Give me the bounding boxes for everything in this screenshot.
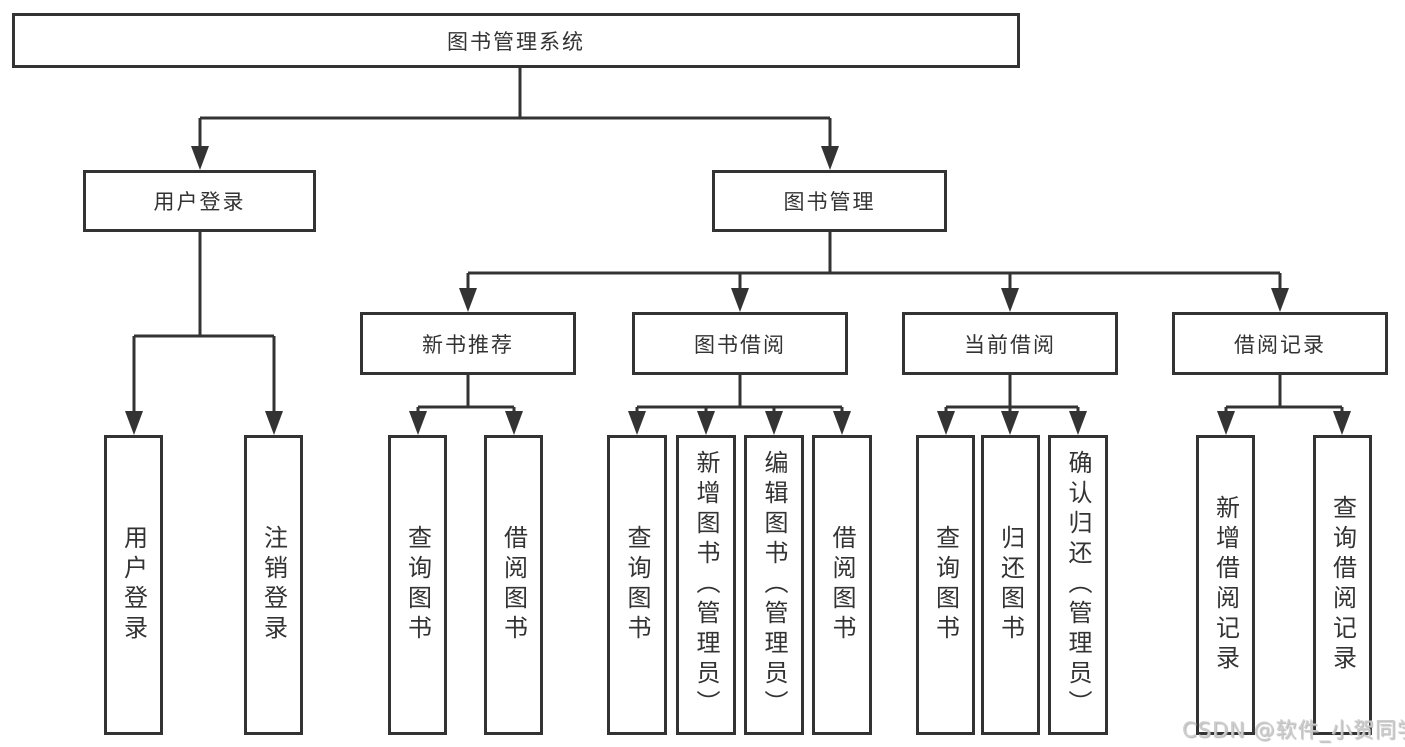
leaf-query-book-borrow: 查询图书 (607, 435, 667, 735)
leaf-add-borrow-record-label: 新增借阅记录 (1211, 495, 1240, 675)
node-book-borrow-label: 图书借阅 (694, 332, 786, 357)
node-current-borrow: 当前借阅 (902, 312, 1118, 375)
node-root: 图书管理系统 (12, 13, 1020, 68)
leaf-add-borrow-record: 新增借阅记录 (1196, 435, 1255, 735)
leaf-borrow-book-recommend-label: 借阅图书 (499, 525, 528, 645)
leaf-edit-book-admin: 编辑图书（管理员） (744, 435, 804, 735)
leaf-logout: 注销登录 (244, 435, 303, 735)
leaf-return-book: 归还图书 (981, 435, 1040, 735)
leaf-logout-label: 注销登录 (259, 525, 288, 645)
leaf-borrow-book-label: 借阅图书 (828, 525, 856, 645)
node-root-label: 图书管理系统 (447, 29, 585, 54)
leaf-query-book-borrow-label: 查询图书 (623, 525, 651, 645)
leaf-query-book-recommend: 查询图书 (388, 435, 447, 735)
leaf-confirm-return-admin-label: 确认归还（管理员） (1064, 450, 1092, 720)
node-book-borrow: 图书借阅 (632, 312, 848, 375)
node-borrow-records: 借阅记录 (1172, 312, 1388, 375)
node-current-borrow-label: 当前借阅 (964, 332, 1056, 357)
leaf-user-login: 用户登录 (104, 435, 163, 735)
leaf-query-book-recommend-label: 查询图书 (403, 525, 432, 645)
leaf-borrow-book: 借阅图书 (812, 435, 872, 735)
leaf-add-book-admin-label: 新增图书（管理员） (692, 450, 720, 720)
leaf-edit-book-admin-label: 编辑图书（管理员） (760, 450, 788, 720)
leaf-borrow-book-recommend: 借阅图书 (484, 435, 543, 735)
leaf-return-book-label: 归还图书 (996, 525, 1025, 645)
leaf-query-book-current-label: 查询图书 (931, 525, 960, 645)
node-new-book-recommend-label: 新书推荐 (422, 332, 514, 357)
leaf-query-borrow-record-label: 查询借阅记录 (1328, 495, 1357, 675)
arrowheads (125, 146, 1351, 435)
csdn-watermark: CSDN @软件_小贺同学 (1182, 718, 1405, 742)
leaf-confirm-return-admin: 确认归还（管理员） (1048, 435, 1108, 735)
node-book-management-label: 图书管理 (783, 190, 876, 214)
node-book-management: 图书管理 (712, 170, 947, 232)
leaf-add-book-admin: 新增图书（管理员） (676, 435, 736, 735)
node-user-login-label: 用户登录 (153, 190, 246, 214)
leaf-query-book-current: 查询图书 (916, 435, 975, 735)
leaf-user-login-label: 用户登录 (119, 525, 148, 645)
node-new-book-recommend: 新书推荐 (360, 312, 576, 375)
node-user-login: 用户登录 (83, 170, 316, 232)
node-borrow-records-label: 借阅记录 (1234, 332, 1326, 357)
leaf-query-borrow-record: 查询借阅记录 (1313, 435, 1372, 735)
